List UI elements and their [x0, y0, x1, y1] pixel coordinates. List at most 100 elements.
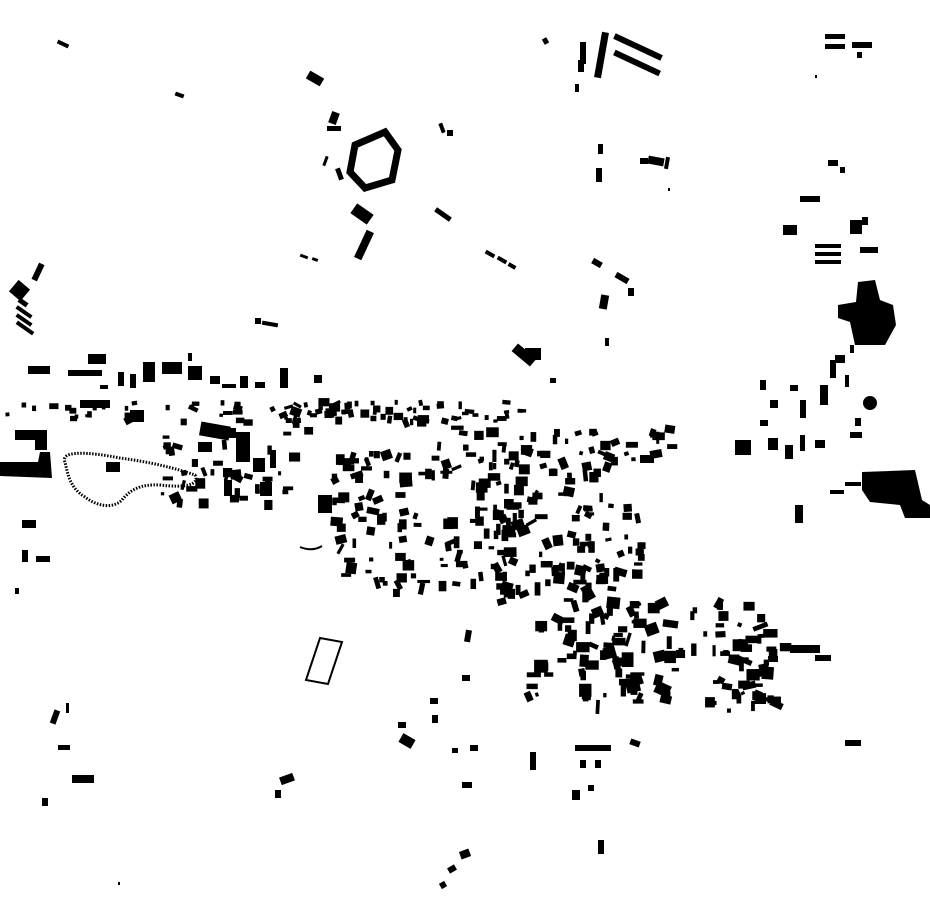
building: [282, 486, 294, 491]
building: [603, 692, 607, 698]
building: [815, 655, 831, 661]
building: [130, 410, 144, 422]
building: [496, 523, 501, 536]
building: [395, 492, 406, 498]
building: [608, 503, 614, 509]
building: [637, 554, 645, 561]
building: [629, 601, 640, 609]
building: [285, 418, 292, 424]
building: [292, 421, 300, 428]
building: [370, 415, 377, 422]
building: [736, 622, 743, 628]
building: [640, 455, 654, 463]
building: [222, 467, 233, 478]
building: [625, 605, 637, 618]
building: [566, 530, 577, 539]
building: [100, 385, 108, 389]
building: [598, 144, 603, 154]
building: [118, 882, 120, 885]
building: [561, 617, 575, 623]
building: [195, 478, 206, 489]
building: [712, 645, 716, 657]
building: [344, 557, 356, 563]
building: [314, 375, 322, 383]
building: [386, 415, 393, 424]
building: [221, 439, 228, 450]
building: [595, 699, 600, 715]
building: [180, 418, 187, 426]
building: [611, 657, 622, 669]
building: [591, 257, 603, 269]
building: [598, 294, 610, 310]
building: [488, 462, 493, 471]
building: [604, 568, 610, 577]
building: [470, 745, 478, 751]
building: [318, 495, 332, 513]
building: [580, 42, 586, 64]
building: [505, 526, 516, 535]
building: [754, 693, 767, 705]
building: [431, 455, 440, 461]
building: [474, 430, 484, 440]
building: [493, 530, 499, 540]
building: [504, 411, 510, 420]
building: [528, 498, 538, 505]
building: [501, 445, 507, 453]
building: [815, 260, 841, 264]
building: [476, 507, 488, 511]
building: [495, 480, 502, 486]
curved-building: [299, 545, 323, 551]
building: [514, 459, 520, 468]
building: [21, 402, 27, 408]
building: [771, 696, 781, 706]
building: [382, 512, 387, 522]
building: [361, 466, 372, 471]
building: [255, 318, 261, 324]
building: [488, 546, 495, 550]
building: [452, 748, 458, 753]
building: [603, 642, 613, 649]
building: [757, 613, 766, 623]
building: [622, 512, 632, 520]
building: [270, 450, 276, 468]
building: [174, 91, 185, 99]
building: [530, 752, 536, 770]
building: [198, 498, 209, 509]
building: [451, 580, 461, 587]
building: [299, 253, 309, 260]
building: [766, 646, 777, 652]
building: [348, 458, 359, 464]
buildings-layer: [5, 31, 878, 890]
building: [443, 518, 454, 530]
building: [643, 621, 660, 637]
building: [278, 410, 289, 420]
building: [850, 345, 854, 353]
building: [538, 628, 544, 633]
building: [602, 522, 610, 531]
building: [507, 262, 517, 270]
building: [492, 450, 497, 462]
building: [800, 196, 820, 202]
building: [336, 523, 346, 532]
building: [385, 406, 394, 415]
round-tank-building: [863, 396, 877, 410]
building: [264, 479, 272, 483]
building: [425, 468, 432, 480]
building: [654, 596, 670, 611]
building: [253, 458, 265, 472]
building: [751, 700, 755, 712]
building: [501, 529, 509, 542]
building: [574, 429, 583, 437]
building: [162, 476, 173, 481]
building: [240, 376, 248, 388]
building: [525, 570, 530, 577]
building: [552, 434, 558, 445]
building: [663, 156, 671, 170]
building: [581, 564, 593, 573]
building: [65, 404, 72, 411]
building: [585, 660, 599, 670]
building: [318, 406, 323, 411]
building: [624, 678, 642, 694]
building: [328, 403, 341, 412]
